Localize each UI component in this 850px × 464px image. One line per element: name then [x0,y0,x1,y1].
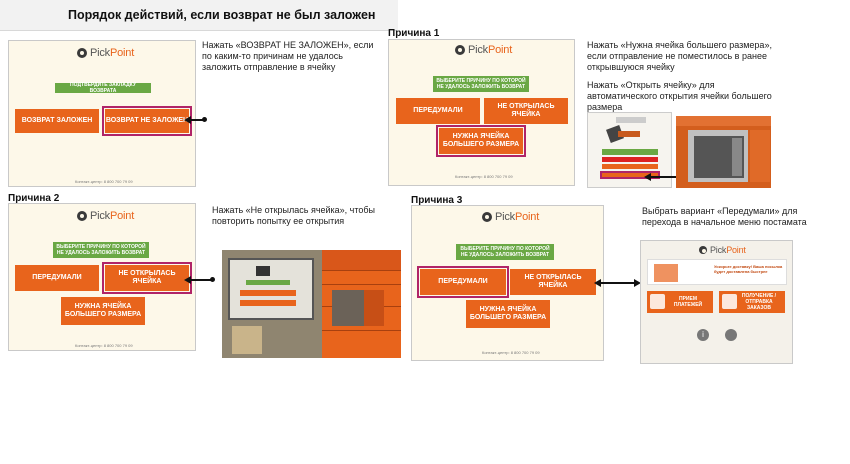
arrow-reason1 [650,176,694,178]
pickpoint-logo-icon [699,246,707,254]
pickpoint-logo: PickPoint [482,211,539,223]
pickpoint-logo: PickPoint [455,44,512,56]
pickpoint-logo-icon [455,45,465,55]
play-icon[interactable] [725,329,737,341]
pickpoint-logo-icon [77,211,87,221]
reason2-label: Причина 2 [8,193,60,204]
parcel-icon [722,294,737,309]
banner-image-icon [654,264,678,282]
reason3-label: Причина 3 [411,195,463,206]
reason2-changed-mind-button[interactable]: ПЕРЕДУМАЛИ [15,265,99,291]
contact-center: Контакт-центр: 8 800 700 79 09 [482,350,540,355]
confirm-prompt: ПОДТВЕРДИТЕ ЗАКЛАДКУ ВОЗВРАТА [55,82,151,94]
note-reason2: Нажать «Не открылась ячейка», чтобы повт… [212,205,376,226]
title-bar: Порядок действий, если возврат не был за… [0,0,398,31]
reason2-screen-panel: PickPoint ВЫБЕРИТЕ ПРИЧИНУ ПО КОТОРОЙ НЕ… [8,203,196,351]
reason2-terminal-photo [222,250,401,358]
reason1-label: Причина 1 [388,28,440,39]
reason1-terminal-photo [587,112,672,188]
pickpoint-logo-icon [482,212,492,222]
arrow-reason3 [596,282,636,284]
pickpoint-logo: PickPoint [77,210,134,222]
home-banner: Ускорьте доставку! Ваша посылка будет до… [647,259,787,285]
reason2-prompt: ВЫБЕРИТЕ ПРИЧИНУ ПО КОТОРОЙ НЕ УДАЛОСЬ З… [53,242,149,258]
arrow-dot-main [202,117,207,122]
main-screen-panel: PickPoint ПОДТВЕРДИТЕ ЗАКЛАДКУ ВОЗВРАТА … [8,40,196,187]
payments-icon [650,294,665,309]
contact-center: Контакт-центр: 8 800 700 79 09 [75,179,133,184]
arrowhead-reason3 [594,279,601,287]
home-tagline: Ускорьте доставку! Ваша посылка будет до… [714,264,783,274]
pickpoint-logo: PickPoint [699,245,746,255]
reason1-changed-mind-button[interactable]: ПЕРЕДУМАЛИ [396,98,480,124]
reason1-bigger-cell-button[interactable]: НУЖНА ЯЧЕЙКА БОЛЬШЕГО РАЗМЕРА [436,125,526,157]
return-placed-button[interactable]: ВОЗВРАТ ЗАЛОЖЕН [15,109,99,133]
home-screen-panel: PickPoint Ускорьте доставку! Ваша посылк… [640,240,793,364]
arrowhead-reason3-right [634,279,641,287]
arrowhead-reason1-left [644,173,651,181]
note-reason1-a: Нажать «Нужна ячейка большего размера», … [587,40,772,72]
note-main: Нажать «ВОЗВРАТ НЕ ЗАЛОЖЕН», если по как… [202,40,374,72]
reason3-prompt: ВЫБЕРИТЕ ПРИЧИНУ ПО КОТОРОЙ НЕ УДАЛОСЬ З… [456,244,554,260]
home-payments-button[interactable]: ПРИЕМ ПЛАТЕЖЕЙ [647,291,713,313]
reason2-bigger-cell-button[interactable]: НУЖНА ЯЧЕЙКА БОЛЬШЕГО РАЗМЕРА [61,297,145,325]
contact-center: Контакт-центр: 8 800 700 79 09 [75,343,133,348]
reason1-locker-photo [676,116,771,188]
home-orders-button[interactable]: ПОЛУЧЕНИЕ / ОТПРАВКА ЗАКАЗОВ [719,291,785,313]
pickpoint-logo-icon [77,48,87,58]
reason1-prompt: ВЫБЕРИТЕ ПРИЧИНУ ПО КОТОРОЙ НЕ УДАЛОСЬ З… [433,76,529,92]
help-icon[interactable]: i [697,329,709,341]
arrow-main [186,119,204,121]
return-not-placed-button[interactable]: ВОЗВРАТ НЕ ЗАЛОЖЕН [102,106,192,136]
pickpoint-logo: PickPoint [77,47,134,59]
reason3-bigger-cell-button[interactable]: НУЖНА ЯЧЕЙКА БОЛЬШЕГО РАЗМЕРА [466,300,550,328]
reason1-screen-panel: PickPoint ВЫБЕРИТЕ ПРИЧИНУ ПО КОТОРОЙ НЕ… [388,39,575,186]
arrowhead-reason2 [184,276,191,284]
contact-center: Контакт-центр: 8 800 700 79 09 [455,174,513,179]
arrow-dot-reason2 [210,277,215,282]
reason3-cell-not-opened-button[interactable]: НЕ ОТКРЫЛАСЬ ЯЧЕЙКА [510,269,596,295]
reason3-screen-panel: PickPoint ВЫБЕРИТЕ ПРИЧИНУ ПО КОТОРОЙ НЕ… [411,205,604,361]
page-title: Порядок действий, если возврат не был за… [68,8,376,22]
arrow-reason2 [186,279,212,281]
reason3-changed-mind-button[interactable]: ПЕРЕДУМАЛИ [417,266,509,298]
reason1-cell-not-opened-button[interactable]: НЕ ОТКРЫЛАСЬ ЯЧЕЙКА [484,98,568,124]
arrowhead-main [184,116,191,124]
note-reason3: Выбрать вариант «Передумали» для переход… [642,206,807,227]
note-reason1-b: Нажать «Открыть ячейку» для автоматическ… [587,80,772,112]
reason2-cell-not-opened-button[interactable]: НЕ ОТКРЫЛАСЬ ЯЧЕЙКА [102,262,192,294]
